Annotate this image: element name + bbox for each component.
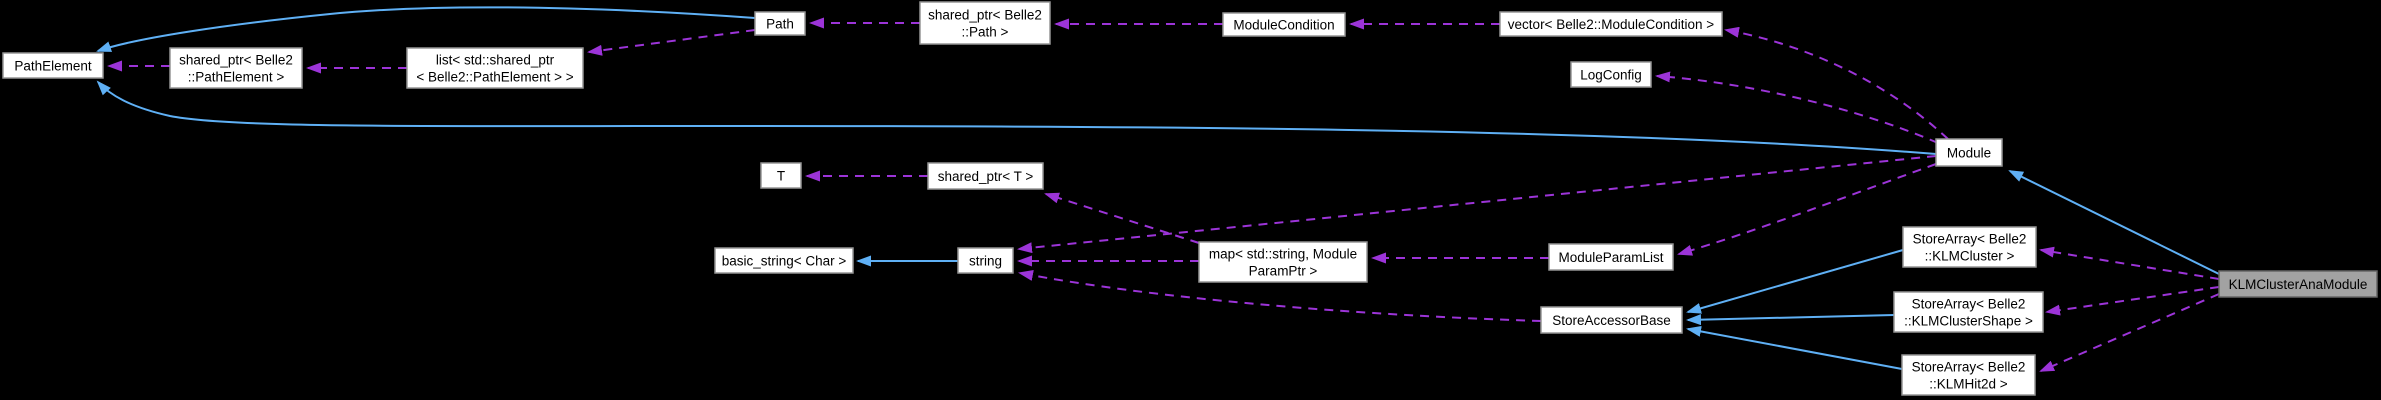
- edge-path-inherits-pathelement: [96, 6, 756, 52]
- node-label: KLMClusterAnaModule: [2229, 277, 2368, 292]
- node-module[interactable]: Module: [1935, 138, 2003, 167]
- node-shared-ptr-path[interactable]: shared_ptr< Belle2::Path >: [919, 1, 1051, 45]
- node-label: ::KLMHit2d >: [1929, 377, 2008, 392]
- node-list-shared-ptr-pathelement[interactable]: list< std::shared_ptr< Belle2::PathEleme…: [406, 47, 584, 89]
- node-label: StoreArray< Belle2: [1912, 297, 2026, 312]
- node-storeaccessorbase[interactable]: StoreAccessorBase: [1540, 306, 1683, 334]
- edge-klmclusteranamodule-uses-storearray-klmcluster: [2039, 246, 2220, 280]
- node-box: [169, 47, 303, 89]
- edge-storearray-klmclustershape-inherits-storeaccessorbase: [1686, 314, 1895, 326]
- node-storearray-klmcluster[interactable]: StoreArray< Belle2::KLMCluster >: [1902, 226, 2037, 268]
- edge-klmclusteranamodule-uses-storearray-klmclustershape: [2045, 286, 2220, 316]
- node-logconfig[interactable]: LogConfig: [1570, 61, 1652, 88]
- node-box: [2218, 270, 2378, 298]
- node-label: StoreAccessorBase: [1552, 313, 1671, 328]
- node-box: [1499, 11, 1723, 37]
- node-box: [754, 11, 806, 36]
- node-basic-string-char[interactable]: basic_string< Char >: [714, 247, 854, 274]
- node-box: [1222, 12, 1346, 37]
- node-shared-ptr-t[interactable]: shared_ptr< T >: [927, 162, 1044, 190]
- node-label: ::KLMCluster >: [1925, 249, 2015, 264]
- node-label: ::PathElement >: [188, 70, 285, 85]
- node-box: [1893, 291, 2044, 333]
- node-modulecondition[interactable]: ModuleCondition: [1222, 12, 1346, 37]
- edge-storeaccessorbase-uses-string: [1018, 270, 1542, 322]
- node-box: [1901, 354, 2036, 396]
- node-string[interactable]: string: [957, 247, 1014, 274]
- edge-module-uses-moduleparamlist: [1677, 163, 1937, 256]
- node-label: StoreArray< Belle2: [1913, 232, 2027, 247]
- node-box: [1548, 243, 1674, 271]
- node-path[interactable]: Path: [754, 11, 806, 36]
- node-label: Module: [1947, 146, 1991, 161]
- node-storearray-klmclustershape[interactable]: StoreArray< Belle2::KLMClusterShape >: [1893, 291, 2044, 333]
- node-box: [927, 162, 1044, 190]
- edge-klmclusteranamodule-inherits-module: [2008, 170, 2220, 275]
- node-box: [1570, 61, 1652, 88]
- node-label: ::Path >: [962, 25, 1009, 40]
- node-shared-ptr-pathelement[interactable]: shared_ptr< Belle2::PathElement >: [169, 47, 303, 89]
- node-label: string: [969, 254, 1002, 269]
- node-label: map< std::string, Module: [1209, 247, 1357, 262]
- node-box: [406, 47, 584, 89]
- node-box: [2, 52, 104, 79]
- node-label: shared_ptr< T >: [938, 169, 1034, 184]
- node-label: T: [777, 169, 785, 184]
- edge-storearray-klmcluster-inherits-storeaccessorbase: [1686, 249, 1904, 314]
- node-label: ModuleCondition: [1233, 18, 1334, 33]
- node-box: [1902, 226, 2037, 268]
- node-storearray-klmhit2d[interactable]: StoreArray< Belle2::KLMHit2d >: [1901, 354, 2036, 396]
- node-label: vector< Belle2::ModuleCondition >: [1508, 17, 1714, 32]
- edge-module-inherits-pathelement: [96, 80, 1937, 155]
- edge-klmclusteranamodule-uses-storearray-klmhit2d: [2039, 293, 2220, 372]
- edge-map-uses-shared-ptr-t: [1044, 192, 1200, 244]
- node-label: basic_string< Char >: [722, 254, 847, 269]
- node-box: [714, 247, 854, 274]
- node-label: ModuleParamList: [1558, 250, 1663, 265]
- edge-module-uses-logconfig: [1655, 71, 1939, 144]
- node-label: < Belle2::PathElement > >: [416, 70, 573, 85]
- node-pathelement[interactable]: PathElement: [2, 52, 104, 79]
- node-label: StoreArray< Belle2: [1912, 360, 2026, 375]
- node-box: [1540, 306, 1683, 334]
- edge-module-uses-string: [1017, 155, 1937, 254]
- node-label: PathElement: [14, 59, 92, 74]
- node-vector-modulecondition[interactable]: vector< Belle2::ModuleCondition >: [1499, 11, 1723, 37]
- node-label: list< std::shared_ptr: [436, 53, 555, 68]
- node-box: [919, 1, 1051, 45]
- edge-storearray-klmhit2d-inherits-storeaccessorbase: [1686, 325, 1903, 370]
- node-box: [1935, 138, 2003, 167]
- node-t[interactable]: T: [760, 162, 802, 189]
- edge-path-uses-list: [587, 29, 756, 56]
- node-label: Path: [766, 17, 794, 32]
- node-label: shared_ptr< Belle2: [928, 8, 1042, 23]
- edges-layer: [96, 6, 2220, 372]
- node-label: ::KLMClusterShape >: [1904, 314, 2033, 329]
- node-label: shared_ptr< Belle2: [179, 53, 293, 68]
- node-moduleparamlist[interactable]: ModuleParamList: [1548, 243, 1674, 271]
- node-box: [1198, 241, 1368, 283]
- node-box: [957, 247, 1014, 274]
- node-klmclusteranamodule[interactable]: KLMClusterAnaModule: [2218, 270, 2378, 298]
- node-label: LogConfig: [1580, 68, 1642, 83]
- node-label: ParamPtr >: [1249, 264, 1318, 279]
- node-box: [760, 162, 802, 189]
